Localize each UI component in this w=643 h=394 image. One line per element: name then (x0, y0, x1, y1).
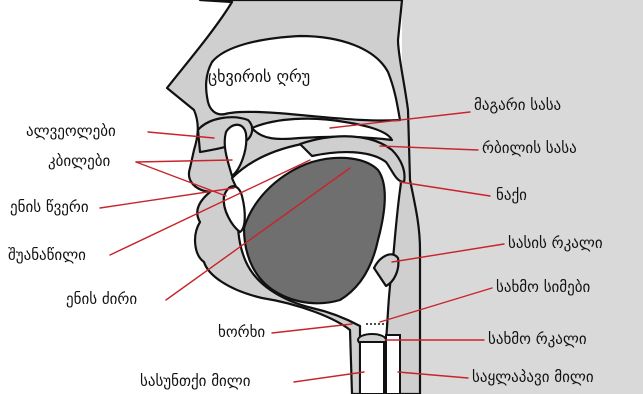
label-alveolar: ალვეოლები (26, 122, 116, 140)
label-tongue-tip: ენის წვერი (10, 198, 89, 216)
esophagus-tube (386, 335, 400, 394)
label-glottal-arch: სახმო რკალი (488, 330, 587, 348)
trachea-tube (360, 342, 384, 394)
label-throat: ხორხი (218, 323, 265, 341)
leader-throat (272, 324, 352, 333)
label-teeth: კბილები (48, 152, 111, 170)
label-uvula: ნაქი (496, 186, 527, 204)
label-esophagus: საყლაპავი მილი (472, 368, 594, 386)
label-tongue-root: ენის ძირი (66, 290, 137, 308)
label-soft-palate: რბილის სასა (482, 139, 577, 157)
label-trachea: სასუნთქი მილი (140, 372, 251, 390)
label-palatal-arch: სასის რკალი (508, 234, 603, 252)
label-hard-palate: მაგარი სასა (474, 96, 561, 114)
label-tongue-blade: შუანაწილი (8, 246, 86, 264)
label-nasal-cavity: ცხვირის ღრუ (208, 67, 310, 86)
label-vocal-cords: სახმო სიმები (496, 278, 591, 296)
